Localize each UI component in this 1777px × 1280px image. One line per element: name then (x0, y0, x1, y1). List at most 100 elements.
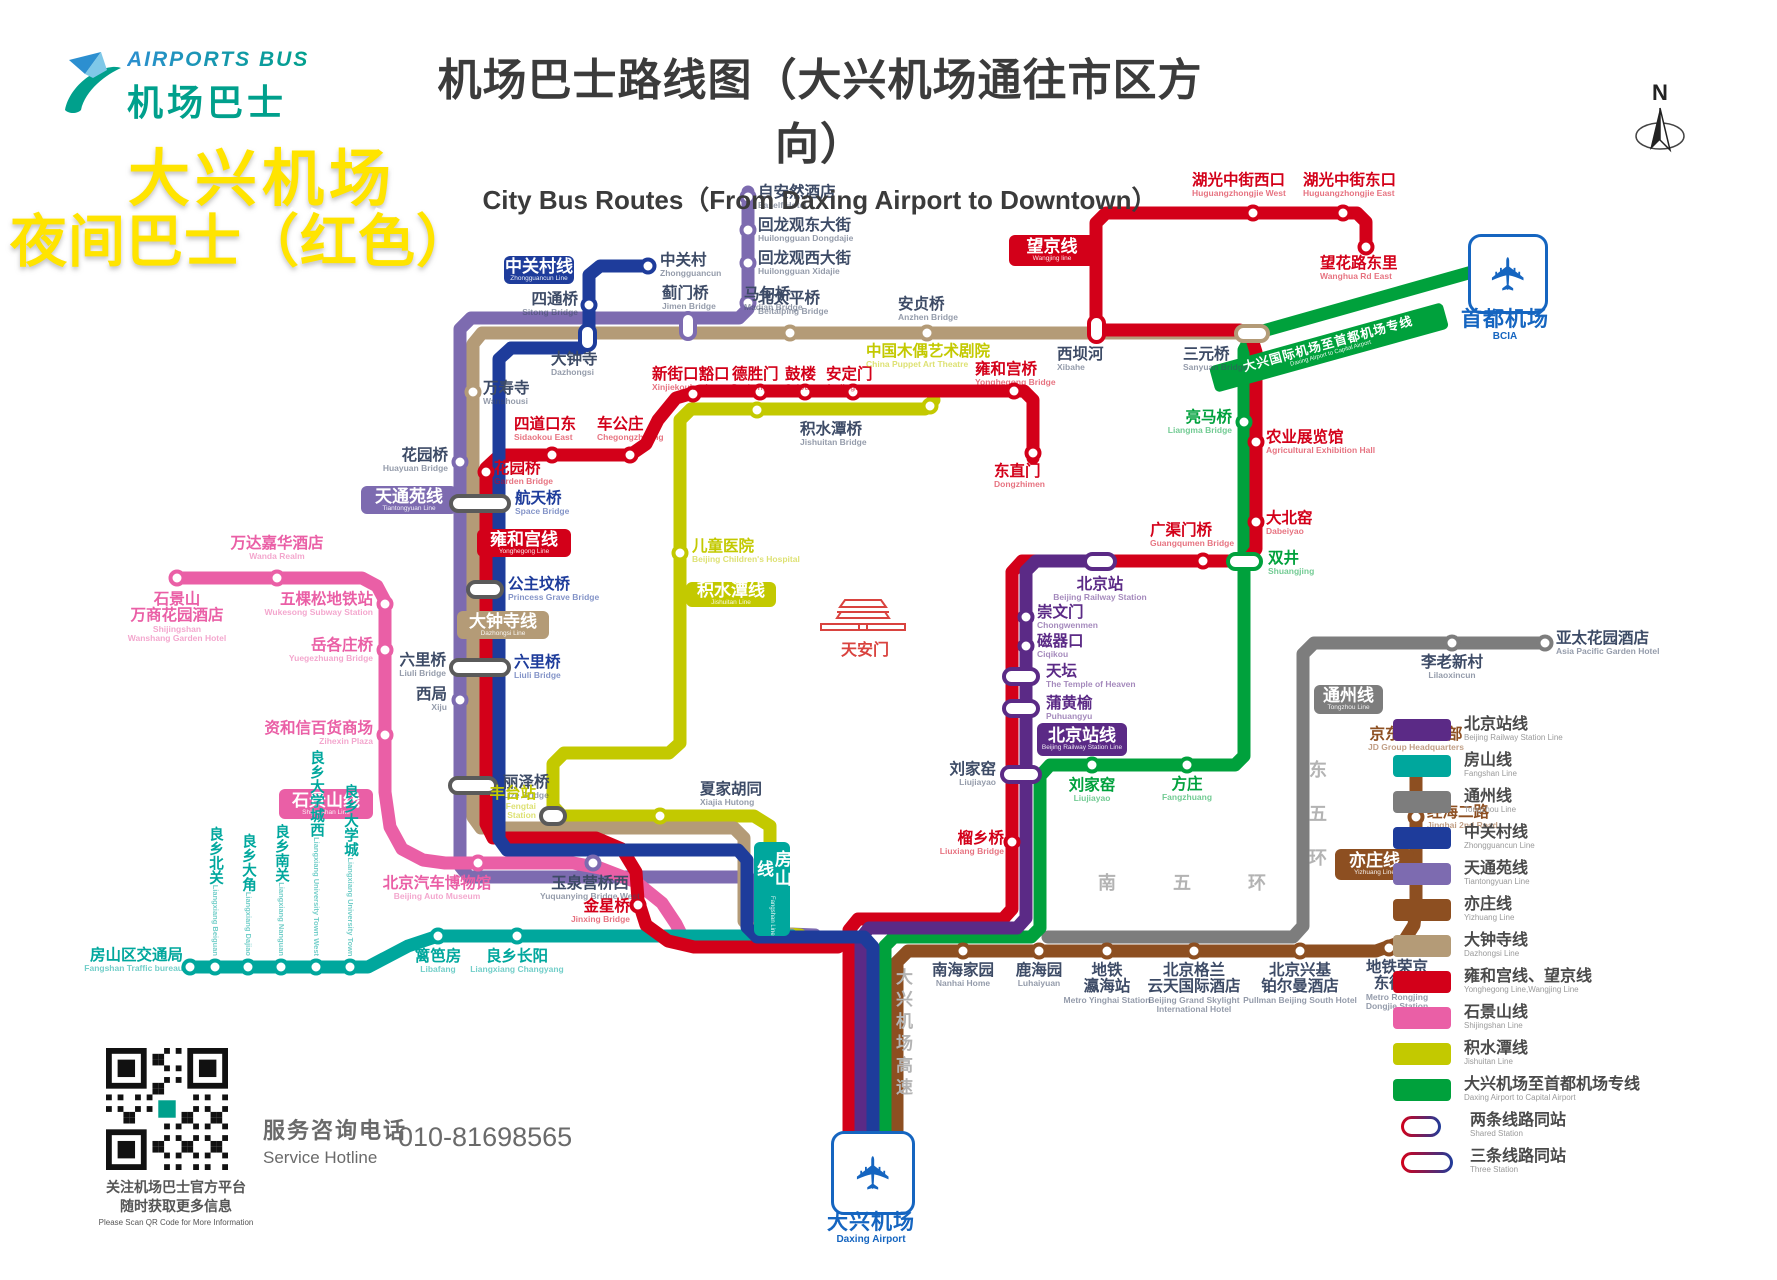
legend-label-zh: 积水潭线 (1464, 1040, 1529, 1058)
station-label-zh: 六里桥 (399, 652, 446, 669)
station-label-zh: 航天桥 (515, 490, 562, 507)
station-marker (739, 221, 757, 239)
station-marker (584, 854, 602, 872)
station-label-en: Beijing Grand Skylight International Hot… (1148, 994, 1240, 1014)
station-label-en: Beijing Children's Hospital (692, 554, 800, 565)
station-label-en: Huilongguan Dongdajie (758, 233, 854, 244)
station-shared-marker (449, 658, 511, 677)
station-label-zh: 回龙观东大街 (758, 217, 852, 234)
legend-label-zh: 大钟寺线 (1464, 932, 1529, 950)
line-badge-en: Wangjing line (1032, 255, 1072, 263)
station-label-en: Puhuangyu (1046, 711, 1093, 722)
legend-label-zh: 北京站线 (1464, 716, 1529, 734)
line-badge-zh: 天通苑线 (375, 486, 443, 506)
station-label-zh: 金星桥 (583, 898, 630, 915)
station-marker (739, 294, 757, 312)
station-label-zh: 万达嘉华酒店 (230, 535, 324, 552)
station-marker (1098, 942, 1116, 960)
line-badge-zh: 通州线 (1323, 686, 1374, 706)
station-label-en: Xiju (431, 702, 447, 713)
station-label-zh: 大钟寺 (551, 351, 598, 368)
legend-label-en: Jishuitan Line (1464, 1057, 1513, 1067)
station-label-zh: 五棵松地铁站 (279, 591, 373, 608)
station-label-zh: 蓟门桥 (662, 285, 709, 302)
station-label-en: JD Group Headquarters (1368, 742, 1464, 753)
station-label-zh: 公主坟桥 (508, 576, 571, 593)
service-hotline: 服务咨询电话 Service Hotline (263, 1113, 407, 1168)
legend-label-en: Daxing Airport to Capital Airport (1464, 1093, 1576, 1103)
legend-label-zh: 雍和宫线、望京线 (1464, 968, 1593, 986)
station-label-zh: 磁器口 (1037, 633, 1084, 650)
station-label-en: Huayuan Bridge (382, 463, 448, 474)
station-label-zh: 新街口豁口 (652, 366, 730, 383)
legend-label-zh: 中关村线 (1464, 824, 1529, 842)
station-label-zh: 亮马桥 (1185, 409, 1232, 426)
station-label-zh: 万寿寺 (483, 380, 530, 397)
station-marker (429, 927, 447, 945)
station-label-zh: 中国木偶艺术剧院 (866, 343, 991, 360)
station-marker (651, 807, 669, 825)
station-marker (508, 927, 526, 945)
daxing-airport-icon: ✈ (831, 1131, 915, 1215)
station-label-zh: 良乡大角 (240, 833, 256, 892)
station-marker (781, 324, 799, 342)
station-marker (671, 544, 689, 562)
station-label-zh: 良乡南关 (273, 824, 289, 883)
station-label-en: Dongzhimen (994, 479, 1045, 490)
station-label: 良乡大学城西Liangxiang University Town West (308, 750, 324, 956)
station-label-en: Yonghegong Bridge (975, 377, 1056, 388)
station-label-zh: 安定门 (826, 366, 873, 383)
station-label-zh: 蒲黄榆 (1046, 695, 1093, 712)
station-marker (844, 383, 862, 401)
station-label-en: Zihexin Plaza (319, 736, 373, 747)
line-shijingshan (170, 571, 687, 939)
station-label-en: Pullman Beijing South Hotel (1243, 994, 1357, 1005)
station-label-zh: 北太平桥 (758, 290, 821, 307)
station-label-en: Huguangzhongjie West (1192, 188, 1286, 199)
station-label-zh: 北京兴基 铂尔曼酒店 (1261, 962, 1339, 996)
station-label-en: Space Bridge (515, 506, 570, 517)
daxing-airport-en: Daxing Airport (836, 1234, 906, 1246)
station-marker (1194, 552, 1212, 570)
station-label-zh: 良乡大学城 (342, 784, 358, 857)
map-title-en: City Bus Routes（From Daxing Airport to D… (482, 185, 1158, 215)
station-label-zh: 方庄 (1171, 776, 1203, 793)
station-label-zh: 大北窑 (1266, 510, 1313, 527)
station-label-zh: 良乡北关 (207, 826, 223, 885)
station-label-zh: 篱笆房 (414, 948, 462, 965)
station-label-en: Princess Grave Bridge (508, 592, 600, 603)
station-label-en: Xibahe (1057, 362, 1085, 373)
station-label-en: Chegongzhuang (597, 432, 664, 443)
daxing-airport-label: 大兴机场 Daxing Airport (827, 1211, 915, 1245)
shared-station-icon (1401, 1116, 1441, 1137)
